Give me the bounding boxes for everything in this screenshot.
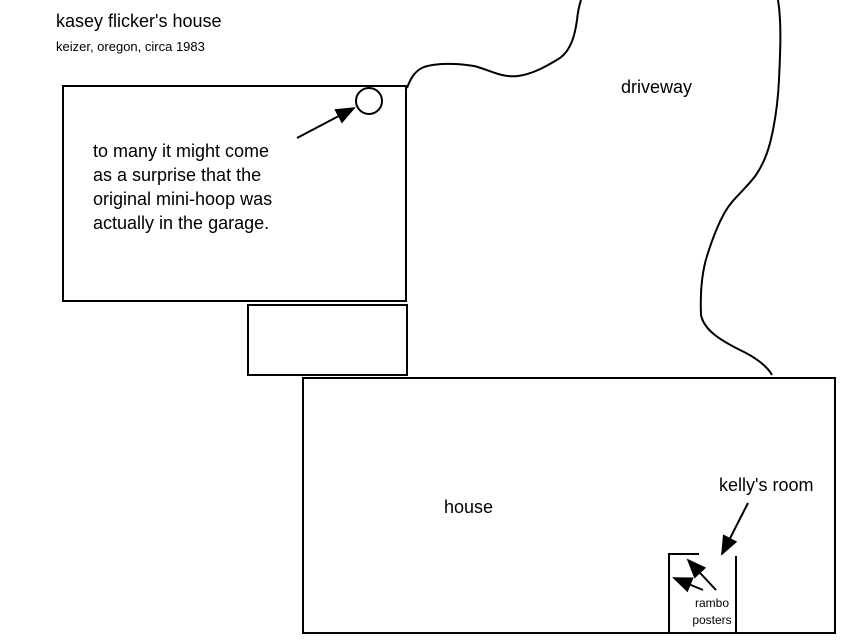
garage-note-line: as a surprise that the	[93, 165, 262, 185]
diagram-subtitle: keizer, oregon, circa 1983	[56, 39, 205, 54]
diagram-title: kasey flicker's house	[56, 11, 222, 31]
garage-note-line: actually in the garage.	[93, 213, 270, 233]
rambo-posters-line: posters	[692, 613, 732, 627]
driveway-outline	[406, 0, 582, 89]
mini-hoop-icon	[355, 87, 383, 115]
house-label: house	[444, 497, 494, 517]
connector-room-outline	[247, 304, 408, 376]
rambo-arrow-2	[686, 558, 717, 591]
garage-note-line: original mini-hoop was	[93, 189, 273, 209]
hoop-arrow	[296, 107, 356, 139]
kellys-room-arrow	[721, 502, 749, 556]
garage-note-line: to many it might come	[93, 141, 270, 161]
house-outline	[302, 377, 836, 634]
rambo-posters-line: rambo	[694, 596, 729, 610]
garage-note: to many it might come as a surprise that…	[93, 139, 333, 235]
rambo-arrow-1	[672, 577, 704, 593]
driveway-right-edge	[699, 0, 782, 376]
garage-outline	[62, 85, 407, 302]
kellys-room-wall-left	[668, 553, 699, 633]
kellys-room-label: kelly's room	[719, 475, 814, 495]
rambo-posters-label: rambo posters	[678, 595, 746, 629]
driveway-label: driveway	[621, 77, 693, 97]
